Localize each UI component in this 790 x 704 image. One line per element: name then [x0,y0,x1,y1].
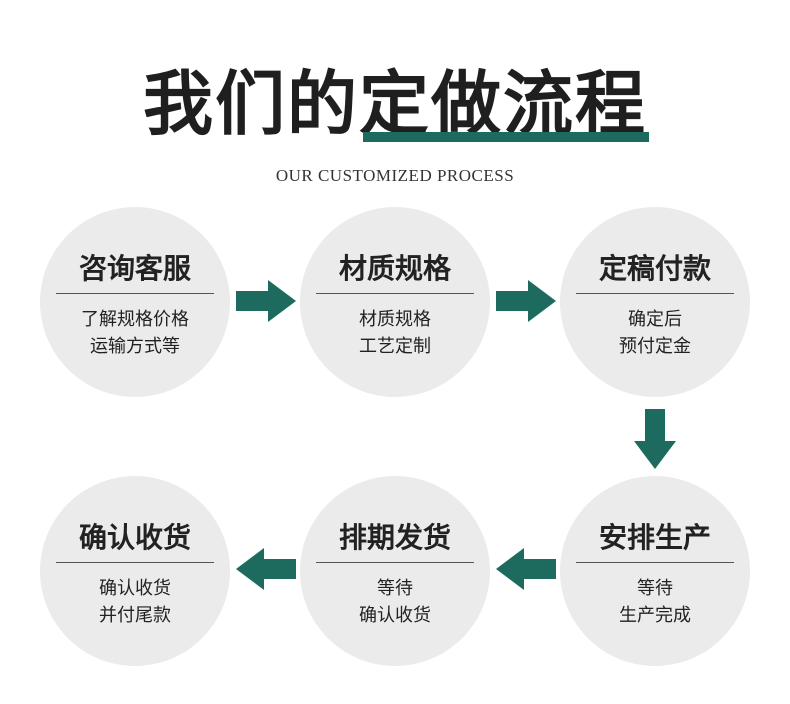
arrow-right-icon [496,280,556,322]
step-circle-production: 安排生产 等待 生产完成 [560,476,750,666]
step-desc-line1: 等待 [377,578,413,599]
page-title-wrap: 我们的定做流程 [0,62,790,146]
page-title: 我们的定做流程 [143,63,647,145]
step-circle-confirm: 确认收货 确认收货 并付尾款 [40,476,230,666]
step-title: 材质规格 [338,252,451,285]
step-divider [576,293,734,294]
step-circle-shipping: 排期发货 等待 确认收货 [300,476,490,666]
arrow-left-icon [496,548,556,590]
step-title: 咨询客服 [78,252,191,285]
arrow-left-icon [236,548,296,590]
step-desc-line2: 确认收货 [359,605,431,626]
step-divider [576,562,734,563]
step-desc-line1: 材质规格 [359,309,431,330]
step-circle-consult: 咨询客服 了解规格价格 运输方式等 [40,207,230,397]
step-desc-line1: 了解规格价格 [81,309,189,330]
step-title: 定稿付款 [598,252,711,285]
step-divider [316,562,474,563]
step-circle-payment: 定稿付款 确定后 预付定金 [560,207,750,397]
step-title: 确认收货 [78,521,191,554]
step-divider [56,293,214,294]
page-subtitle: OUR CUSTOMIZED PROCESS [275,166,515,185]
step-title: 安排生产 [598,521,711,554]
step-desc-line1: 确定后 [628,309,682,330]
step-circle-material: 材质规格 材质规格 工艺定制 [300,207,490,397]
step-desc-line2: 工艺定制 [359,336,431,357]
step-desc-line2: 并付尾款 [99,605,171,626]
step-desc-line1: 等待 [637,578,673,599]
arrow-right-icon [236,280,296,322]
arrow-down-icon [634,409,676,469]
step-desc-line2: 生产完成 [619,605,691,626]
step-desc-line2: 运输方式等 [90,336,180,357]
title-accent-bar [363,132,649,142]
step-desc-line1: 确认收货 [99,578,171,599]
step-divider [56,562,214,563]
step-title: 排期发货 [338,521,451,554]
step-desc-line2: 预付定金 [619,336,691,357]
step-divider [316,293,474,294]
